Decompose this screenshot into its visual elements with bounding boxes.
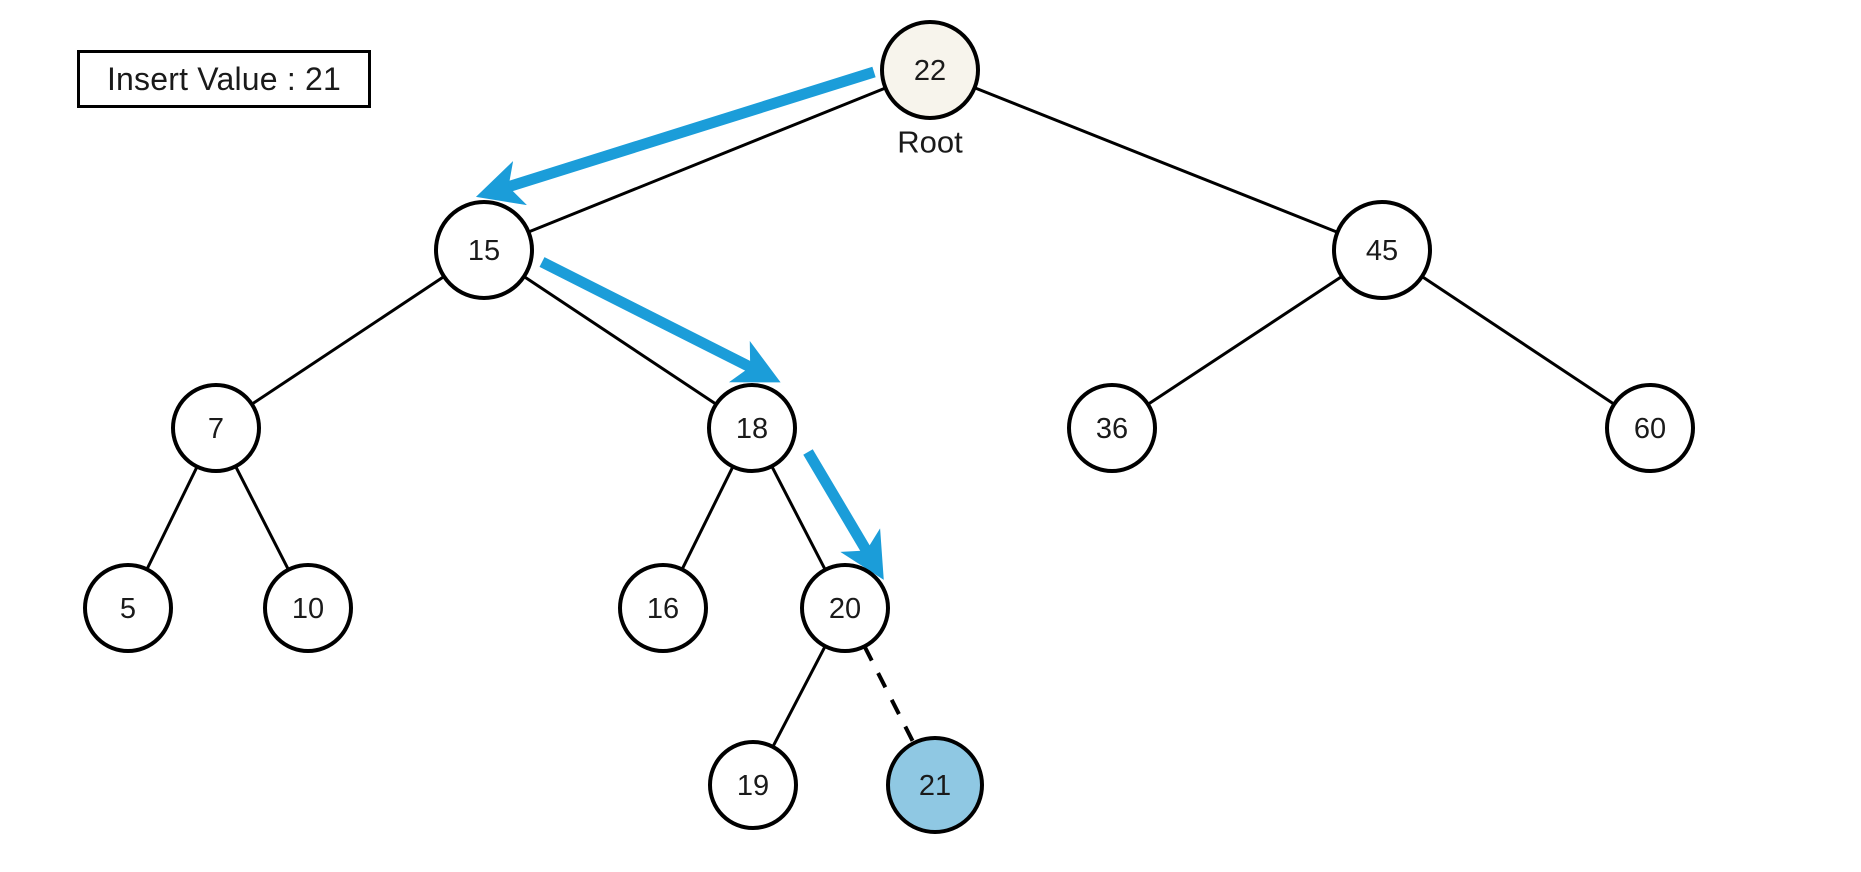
node-value-label: 7 [208, 413, 224, 445]
node-circle[interactable] [800, 563, 890, 653]
traversal-arrow [475, 66, 876, 206]
node-value-label: 19 [737, 770, 769, 802]
node-circle[interactable] [880, 20, 980, 120]
tree-node-15[interactable]: 15 [434, 200, 534, 300]
node-circle[interactable] [886, 736, 984, 834]
node-circle[interactable] [263, 563, 353, 653]
node-circle[interactable] [171, 383, 261, 473]
tree-edge [1421, 275, 1616, 406]
node-circle[interactable] [434, 200, 534, 300]
insert-value-legend-box: Insert Value : 21 [77, 50, 371, 108]
node-value-label: 18 [736, 413, 768, 445]
node-circle[interactable] [618, 563, 708, 653]
node-value-label: 20 [829, 593, 861, 625]
traversal-path-arrow-layer [475, 66, 884, 580]
insert-value-legend-text: Insert Value : 21 [106, 60, 342, 97]
node-value-label: 22 [914, 55, 946, 87]
node-value-label: 15 [468, 235, 500, 267]
tree-node-60[interactable]: 60 [1605, 383, 1695, 473]
traversal-arrow [803, 449, 884, 580]
node-circle[interactable] [1332, 200, 1432, 300]
tree-node-16[interactable]: 16 [618, 563, 708, 653]
tree-edge [1147, 275, 1343, 406]
node-value-label: 36 [1096, 413, 1128, 445]
tree-node-7[interactable]: 7 [171, 383, 261, 473]
traversal-arrow [539, 257, 781, 383]
tree-edge [234, 465, 290, 571]
tree-edge [974, 86, 1338, 234]
node-circle[interactable] [1605, 383, 1695, 473]
node-value-label: 45 [1366, 235, 1398, 267]
node-circle[interactable] [83, 563, 173, 653]
tree-node-45[interactable]: 45 [1332, 200, 1432, 300]
tree-node-21[interactable]: 21 [886, 736, 984, 834]
node-value-label: 16 [647, 593, 679, 625]
node-value-label: 10 [292, 593, 324, 625]
node-circle[interactable] [708, 740, 798, 830]
root-caption-label: Root [897, 125, 963, 160]
tree-node-19[interactable]: 19 [708, 740, 798, 830]
tree-edge [250, 275, 445, 406]
tree-edge [770, 465, 827, 571]
tree-node-18[interactable]: 18 [707, 383, 797, 473]
tree-edge [680, 465, 735, 571]
tree-edge [771, 645, 827, 748]
node-value-label: 60 [1634, 413, 1666, 445]
tree-edge [527, 86, 887, 234]
tree-edge [523, 275, 718, 406]
node-value-label: 5 [120, 593, 136, 625]
tree-node-36[interactable]: 36 [1067, 383, 1157, 473]
tree-node-5[interactable]: 5 [83, 563, 173, 653]
edge-layer [145, 86, 1616, 748]
node-circle[interactable] [1067, 383, 1157, 473]
tree-edge-dashed [862, 645, 916, 745]
node-value-label: 21 [919, 770, 951, 802]
tree-node-10[interactable]: 10 [263, 563, 353, 653]
tree-node-20[interactable]: 20 [800, 563, 890, 653]
tree-edge [145, 465, 199, 571]
node-circle[interactable] [707, 383, 797, 473]
